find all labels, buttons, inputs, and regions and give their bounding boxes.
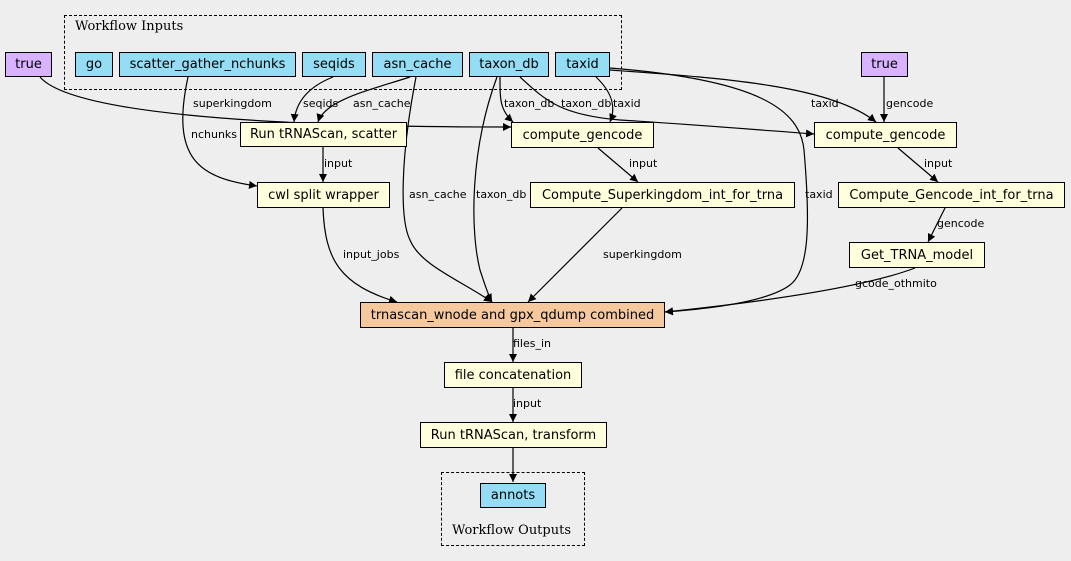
edge-label-input-jobs: input_jobs	[343, 248, 400, 261]
asn-cache-input-node[interactable]: asn_cache	[372, 52, 463, 77]
compute-gencode-node-1[interactable]: compute_gencode	[511, 122, 654, 148]
edge-label-asn-cache-top: asn_cache	[353, 97, 411, 110]
edge-taxon-db-to-compute-gencode-2	[519, 76, 815, 138]
true-left-node[interactable]: true	[5, 52, 52, 77]
edge-label-taxid-b: taxid	[811, 97, 839, 110]
workflow-outputs-label: Workflow Outputs	[452, 523, 571, 538]
edge-taxid-to-compute-gencode-1	[595, 76, 617, 123]
edge-label-superkingdom-top: superkingdom	[193, 97, 272, 110]
compute-gencode-int-node[interactable]: Compute_Gencode_int_for_trna	[838, 182, 1065, 208]
taxid-input-node[interactable]: taxid	[555, 52, 610, 77]
edge-label-gcode-othmito: gcode_othmito	[855, 277, 937, 290]
edge-taxon-db-to-compute-gencode-1	[499, 76, 514, 123]
workflow-inputs-label: Workflow Inputs	[75, 19, 184, 34]
edge-label-superkingdom-mid: superkingdom	[603, 248, 682, 261]
edge-taxid-to-combined	[609, 67, 809, 316]
run-trnascan-scatter-node[interactable]: Run tRNAScan, scatter	[240, 122, 407, 147]
edge-nchunks-to-cwl-split	[182, 76, 258, 189]
get-trna-model-node[interactable]: Get_TRNA_model	[849, 242, 985, 268]
edge-compute-gencode-1-to-superkingdom	[597, 147, 639, 183]
compute-superkingdom-node[interactable]: Compute_Superkingdom_int_for_trna	[530, 182, 795, 208]
compute-gencode-node-2[interactable]: compute_gencode	[814, 122, 957, 148]
scatter-gather-nchunks-input-node[interactable]: scatter_gather_nchunks	[119, 52, 296, 77]
edge-label-taxid-a: taxid	[613, 97, 641, 110]
edge-asn-cache-to-scatter	[316, 76, 411, 123]
taxon-db-input-node[interactable]: taxon_db	[469, 52, 549, 77]
run-trnascan-transform-node[interactable]: Run tRNAScan, transform	[420, 422, 607, 448]
edge-compute-gencode-2-to-gencode-int	[897, 147, 939, 183]
edge-label-asn-cache-mid: asn_cache	[409, 188, 467, 201]
workflow-outputs-cluster	[441, 472, 585, 546]
trnascan-combined-node[interactable]: trnascan_wnode and gpx_qdump combined	[360, 302, 665, 328]
edge-label-input-2: input	[629, 157, 658, 170]
edge-label-input-1: input	[324, 157, 353, 170]
edge-label-taxon-db-a: taxon_db	[504, 97, 555, 110]
edge-taxon-db-to-combined	[473, 76, 498, 303]
edge-label-gencode-top: gencode	[886, 97, 934, 110]
go-input-node[interactable]: go	[75, 52, 113, 77]
edge-taxid-to-compute-gencode-2	[609, 69, 877, 123]
edge-cwl-split-to-combined	[322, 207, 398, 304]
edge-label-taxid-mid: taxid	[805, 188, 833, 201]
edge-gencode-int-to-trna-model	[927, 207, 946, 243]
edge-trna-model-to-combined	[664, 267, 916, 316]
cwl-split-wrapper-node[interactable]: cwl split wrapper	[257, 182, 390, 208]
workflow-inputs-cluster	[64, 15, 622, 90]
edge-label-input-4: input	[513, 397, 542, 410]
edge-superkingdom-to-combined	[527, 207, 623, 303]
edge-label-gencode-mid: gencode	[937, 217, 985, 230]
edge-label-seqids: seqids	[303, 97, 339, 110]
edge-label-input-3: input	[924, 157, 953, 170]
file-concatenation-node[interactable]: file concatenation	[444, 362, 582, 388]
edge-label-taxon-db-b: taxon_db	[561, 97, 612, 110]
edge-seqids-to-scatter	[290, 76, 334, 123]
true-right-node[interactable]: true	[861, 52, 908, 77]
edge-label-nchunks: nchunks	[191, 128, 238, 141]
edge-label-files-in: files_in	[513, 337, 552, 350]
seqids-input-node[interactable]: seqids	[302, 52, 366, 77]
edge-label-taxon-db-mid: taxon_db	[476, 188, 527, 201]
annots-output-node[interactable]: annots	[480, 483, 546, 508]
